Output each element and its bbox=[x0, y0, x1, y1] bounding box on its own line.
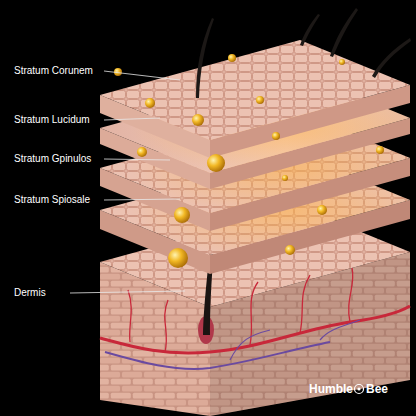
oil-droplet bbox=[114, 54, 384, 268]
layer-label: Stratum Spiosale bbox=[14, 194, 90, 206]
layer-label: Dermis bbox=[14, 287, 46, 299]
bee-icon bbox=[355, 385, 364, 394]
layer-label: Stratum Gpinulos bbox=[14, 153, 91, 165]
watermark: Bee bbox=[366, 382, 388, 396]
watermark: Humble bbox=[309, 382, 353, 396]
layer-label: Stratum Lucidum bbox=[14, 114, 90, 126]
skin-layer-slab bbox=[100, 40, 410, 158]
leader-line bbox=[70, 71, 185, 293]
layer-label: Stratum Corunem bbox=[14, 65, 93, 77]
hair-strand bbox=[196, 8, 411, 98]
